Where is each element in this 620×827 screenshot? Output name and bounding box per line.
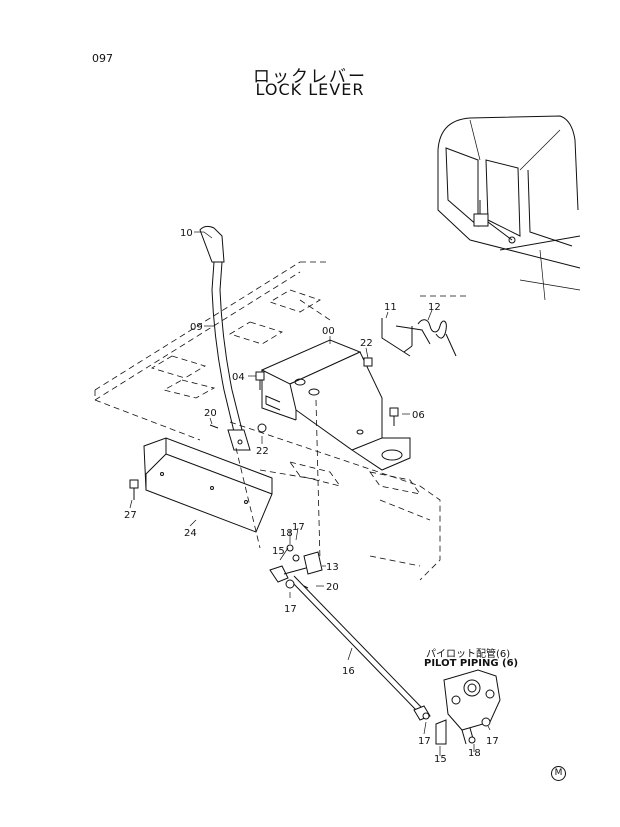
callout-17-upper: 17 (292, 522, 305, 533)
callout-22-upper: 22 (360, 338, 373, 349)
callout-24: 24 (184, 528, 197, 539)
callout-04: 04 (232, 372, 245, 383)
callout-18-upper: 18 (280, 528, 293, 539)
page-number: 097 (92, 52, 113, 65)
lock-lever-grip (199, 225, 225, 263)
pilot-valve (443, 669, 501, 745)
floor-plate-outline (94, 261, 470, 581)
linkage-rod (235, 399, 447, 745)
callout-15-lower: 15 (434, 754, 447, 765)
cab-inset-illustration (437, 115, 581, 301)
callout-20-lower: 20 (326, 582, 339, 593)
pilot-piping-label-en: PILOT PIPING (6) (424, 658, 519, 669)
callout-17-lower-left: 17 (418, 736, 431, 747)
lever-bracket (260, 339, 411, 471)
leader-lines (129, 231, 491, 756)
callout-15-upper: 15 (272, 546, 285, 557)
callout-18-lower: 18 (468, 748, 481, 759)
callout-22-lower: 22 (256, 446, 269, 457)
lock-pin-and-spring (381, 318, 457, 357)
title-english: LOCK LEVER (255, 80, 365, 99)
callout-17-lower-right: 17 (486, 736, 499, 747)
callout-13: 13 (326, 562, 339, 573)
callout-17-middle: 17 (284, 604, 297, 615)
lock-lever-rod (211, 261, 251, 451)
callout-16: 16 (342, 666, 355, 677)
bolts-and-nuts (129, 357, 399, 500)
callout-11: 11 (384, 302, 397, 313)
pilot-piping-label-jp: パイロット配管(6) (426, 649, 511, 660)
mark-symbol: M (551, 766, 566, 781)
callout-10: 10 (180, 228, 193, 239)
callout-20-upper: 20 (204, 408, 217, 419)
callout-09: 09 (190, 322, 203, 333)
callout-27: 27 (124, 510, 137, 521)
cover-plate (143, 437, 273, 533)
callout-06: 06 (412, 410, 425, 421)
callout-12: 12 (428, 302, 441, 313)
title-japanese: ロックレバー (253, 67, 367, 87)
callout-00: 00 (322, 326, 335, 337)
callout-labels: 10 09 11 12 00 22 04 06 20 22 27 24 18 1… (124, 228, 499, 765)
